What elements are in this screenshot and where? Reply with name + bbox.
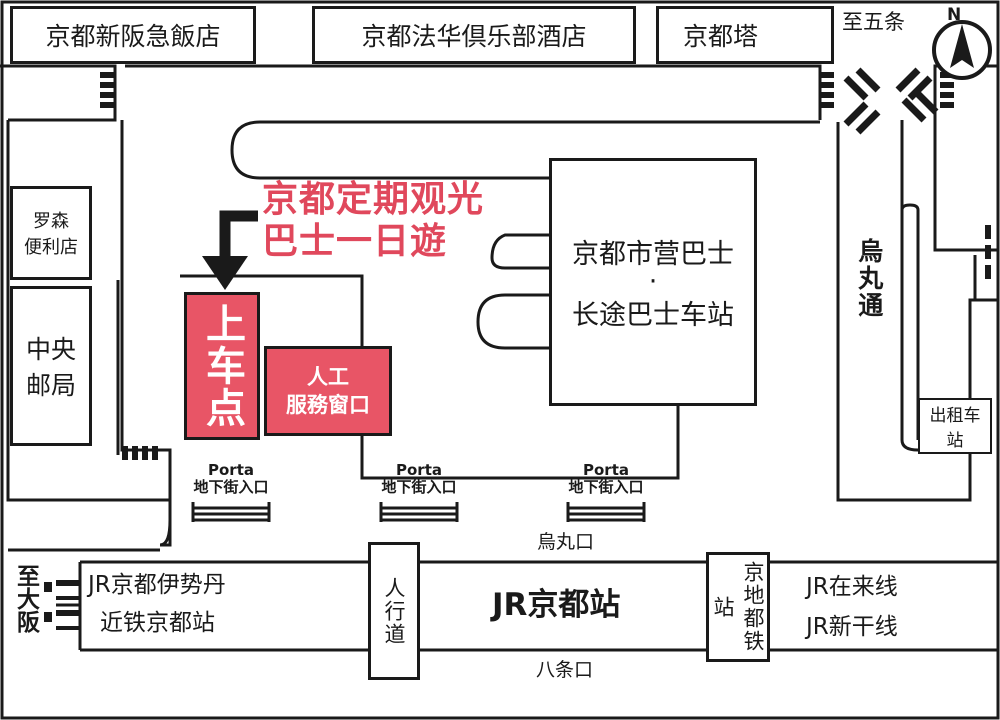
jr-shinkansen-label: JR新干线 (806, 614, 898, 640)
lawson-store: 罗森 便利店 (10, 186, 92, 280)
porta-entrance-2[interactable]: Porta 地下街入口 (366, 462, 472, 524)
boarding-point: 上车点 (184, 292, 260, 440)
crosswalk-left (122, 446, 158, 460)
bus-terminal-line2: 长途巴士车站 (572, 300, 734, 331)
bus-loop-top (230, 120, 820, 180)
to-gojo-label: 至五条 (842, 10, 905, 34)
stairs-icon (379, 502, 459, 522)
porta-name: Porta (396, 461, 442, 479)
porta-name: Porta (583, 461, 629, 479)
taxi-label: 出租车 站 (929, 406, 981, 451)
bus-terminal-separator: · (648, 266, 658, 297)
to-osaka-label: 至大阪 (12, 564, 39, 633)
tour-bus-title-line1: 京都定期观光 (258, 180, 489, 220)
porta-sub: 地下街入口 (381, 478, 457, 496)
porta-sub: 地下街入口 (193, 478, 269, 496)
hotel-hokke: 京都法华倶乐部酒店 (312, 6, 636, 64)
bus-loop-inner-top (490, 233, 552, 270)
road-edge-left (6, 120, 172, 502)
porta-entrance-1[interactable]: Porta 地下街入口 (178, 462, 284, 524)
stairs-icon (191, 502, 271, 522)
pedestrian-label: 人行道 (382, 576, 406, 646)
plaza-curve-left (159, 519, 172, 547)
bus-loop-inner-bottom (476, 293, 552, 350)
boarding-path (180, 274, 364, 348)
tour-bus-title-line2: 巴士一日遊 (258, 222, 452, 262)
hachijo-exit-label: 八条口 (536, 659, 594, 681)
taxi-stand: 出租车 站 (918, 398, 992, 454)
bus-terminal-line1: 京都市营巴士 (572, 239, 734, 270)
porta-entrance-3[interactable]: Porta 地下街入口 (553, 462, 659, 524)
stairs-icon (566, 502, 646, 522)
crosswalk-osaka (44, 580, 80, 630)
porta-name: Porta (208, 461, 254, 479)
post-office-label: 中央 邮局 (25, 335, 76, 400)
hotel-hokke-label: 京都法华倶乐部酒店 (361, 22, 587, 51)
kyoto-tower-label: 京都塔 (683, 22, 759, 51)
service-path (360, 406, 680, 480)
compass-north-label: N (947, 5, 962, 25)
isetan-label: JR京都伊势丹 (88, 572, 226, 598)
karasuma-exit-label: 烏丸口 (537, 531, 595, 553)
kyoto-tower: 京都塔 (656, 6, 834, 64)
road-edge-top-left (0, 64, 117, 122)
crosswalk-top-left (100, 72, 114, 108)
karasuma-lanes (900, 120, 998, 440)
bus-terminal: 京都市营巴士 · 长途巴士车站 (549, 158, 757, 406)
road-edge-top (125, 64, 822, 120)
hotel-shinhankyu-label: 京都新阪急飯店 (45, 22, 221, 51)
porta-sub: 地下街入口 (568, 478, 644, 496)
jr-conventional-label: JR在来线 (806, 574, 898, 600)
taxi-lane (900, 203, 970, 452)
subway-label: 京地都铁站 (711, 561, 765, 653)
service-window: 人工 服務窗口 (264, 346, 392, 436)
boarding-point-label: 上车点 (199, 303, 245, 429)
kintetsu-label: 近铁京都站 (100, 610, 215, 636)
karasuma-street-label: 烏丸通 (854, 238, 884, 319)
scramble-crossing (843, 67, 939, 135)
subway-station: 京地都铁站 (706, 552, 770, 662)
jr-kyoto-station-label: JR京都站 (492, 587, 621, 623)
pedestrian-walkway: 人行道 (368, 542, 420, 680)
arrow-down-icon (202, 210, 258, 290)
hotel-shinhankyu: 京都新阪急飯店 (10, 6, 256, 64)
karasuma-edge (836, 122, 998, 502)
lawson-label: 罗森 便利店 (24, 211, 78, 258)
compass-icon (932, 20, 992, 80)
service-window-label: 人工 服務窗口 (286, 364, 370, 417)
central-post-office: 中央 邮局 (10, 286, 92, 446)
